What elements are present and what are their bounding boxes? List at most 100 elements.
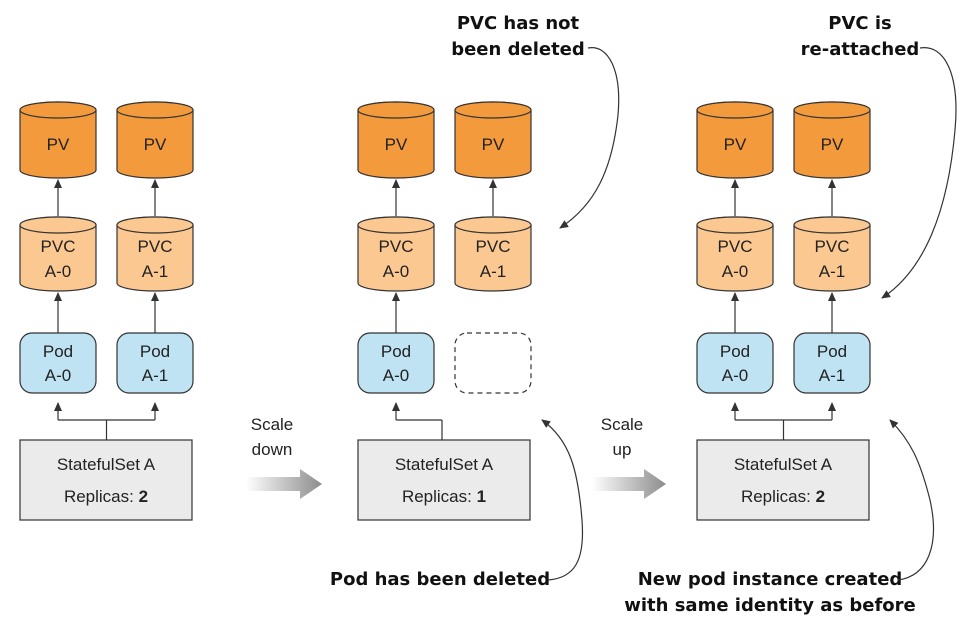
replicas-label-2: Replicas: [402,487,477,506]
replicas-value-2: 1 [477,487,486,506]
deleted-pod-placeholder-2-2 [454,332,532,394]
pvc-label-3-1: PVC [718,237,753,256]
pv-cylinder-3-2 [793,101,871,179]
annotation-new-pod: New pod instance created with same ident… [624,419,934,616]
statefulset-box-3 [696,439,870,521]
statefulset-name-2: StatefulSet A [395,455,494,474]
statefulset-to-pods-connector-3 [731,402,836,440]
annotation-pvc-reattached: PVC is re-attached [801,13,957,299]
statefulset-box-1 [19,439,193,521]
pod-label-3-2: Pod [817,342,847,361]
statefulset-to-pods-connector-2 [392,402,443,440]
pod-id-1-2: A-1 [142,366,168,385]
pvc-cylinder-3-2-top [793,216,871,234]
pod-label-3-1: Pod [720,342,750,361]
panels-layer: PVPVCA-0PodA-0PVPVCA-1PodA-1StatefulSet … [19,101,871,521]
pv-cylinder-2-2-top [454,101,532,119]
pvc-cylinder-1-1 [19,216,97,292]
pvc-cylinder-2-1 [357,216,435,292]
pod-box-3-1 [696,332,774,394]
annotation-pvc-not-deleted-line1: PVC has not [457,13,580,34]
annotation-pod-deleted: Pod has been deleted [330,419,584,590]
pvc-cylinder-1-2-top [116,216,194,234]
replicas-value-3: 2 [816,487,825,506]
pv-cylinder-3-1-top [696,101,774,119]
scale-up-transition: Scale up [592,415,666,499]
pv-label-1-2: PV [144,135,167,154]
pvc-cylinder-3-2 [793,216,871,292]
pv-label-2-2: PV [482,135,505,154]
annotation-pod-deleted-arrow [541,419,584,581]
pod-id-2-1: A-0 [383,366,409,385]
pvc-id-1-1: A-0 [45,262,71,281]
scale-up-label-line2: up [613,440,632,459]
panel-1: PVPVCA-0PodA-0PVPVCA-1PodA-1StatefulSet … [19,101,194,521]
pod-box-3-2 [793,332,871,394]
statefulset-name-1: StatefulSet A [57,455,156,474]
pod-label-1-1: Pod [43,342,73,361]
pvc-id-2-2: A-1 [480,262,506,281]
pvc-label-3-2: PVC [815,237,850,256]
pv-label-3-1: PV [724,135,747,154]
pv-label-1-1: PV [47,135,70,154]
pod-box-1-2 [116,332,194,394]
pv-cylinder-3-1 [696,101,774,179]
pvc-id-3-1: A-0 [722,262,748,281]
pvc-id-2-1: A-0 [383,262,409,281]
pod-id-3-1: A-0 [722,366,748,385]
pod-id-3-2: A-1 [819,366,845,385]
statefulset-box-2 [357,439,531,521]
pod-label-2-1: Pod [381,342,411,361]
pv-cylinder-2-1-top [357,101,435,119]
annotation-new-pod-line2: with same identity as before [624,595,916,616]
pvc-cylinder-2-1-top [357,216,435,234]
annotation-new-pod-arrow [889,419,934,581]
pv-cylinder-2-2 [454,101,532,179]
pvc-cylinder-1-2 [116,216,194,292]
pvc-label-2-1: PVC [379,237,414,256]
pvc-cylinder-1-1-top [19,216,97,234]
annotation-pvc-reattached-line2: re-attached [801,39,920,60]
statefulset-replicas-3: Replicas: 2 [741,487,825,506]
panel-3: PVPVCA-0PodA-0PVPVCA-1PodA-1StatefulSet … [696,101,871,521]
pod-box-2-1 [357,332,435,394]
pod-label-1-2: Pod [140,342,170,361]
pv-label-3-2: PV [821,135,844,154]
pvc-cylinder-3-1 [696,216,774,292]
pvc-label-2-2: PVC [476,237,511,256]
statefulset-replicas-2: Replicas: 1 [402,487,486,506]
scale-down-label-line1: Scale [251,415,294,434]
statefulset-replicas-1: Replicas: 2 [64,487,148,506]
pod-id-1-1: A-0 [45,366,71,385]
scale-down-arrow [246,469,322,499]
pv-label-2-1: PV [385,135,408,154]
pv-cylinder-1-1-top [19,101,97,119]
scale-down-label-line2: down [252,440,293,459]
pvc-id-1-2: A-1 [142,262,168,281]
statefulset-name-3: StatefulSet A [734,455,833,474]
pvc-label-1-1: PVC [41,237,76,256]
scale-up-arrow [592,469,666,499]
pv-cylinder-1-2-top [116,101,194,119]
annotation-pvc-not-deleted: PVC has not been deleted [451,13,620,229]
scale-up-label-line1: Scale [601,415,644,434]
scale-down-transition: Scale down [246,415,322,499]
pvc-cylinder-2-2 [454,216,532,292]
pod-box-1-1 [19,332,97,394]
replicas-value-1: 2 [139,487,148,506]
pv-cylinder-1-1 [19,101,97,179]
annotation-pvc-not-deleted-line2: been deleted [451,39,585,60]
annotation-new-pod-line1: New pod instance created [638,569,903,590]
pv-cylinder-2-1 [357,101,435,179]
annotation-pvc-reattached-line1: PVC is [828,13,891,34]
replicas-label-3: Replicas: [741,487,816,506]
pvc-cylinder-2-2-top [454,216,532,234]
pv-cylinder-3-2-top [793,101,871,119]
replicas-label-1: Replicas: [64,487,139,506]
annotation-pvc-not-deleted-arrow [559,47,620,229]
annotation-pod-deleted-line1: Pod has been deleted [330,569,550,590]
statefulset-to-pods-connector-1 [54,402,159,440]
pv-cylinder-1-2 [116,101,194,179]
